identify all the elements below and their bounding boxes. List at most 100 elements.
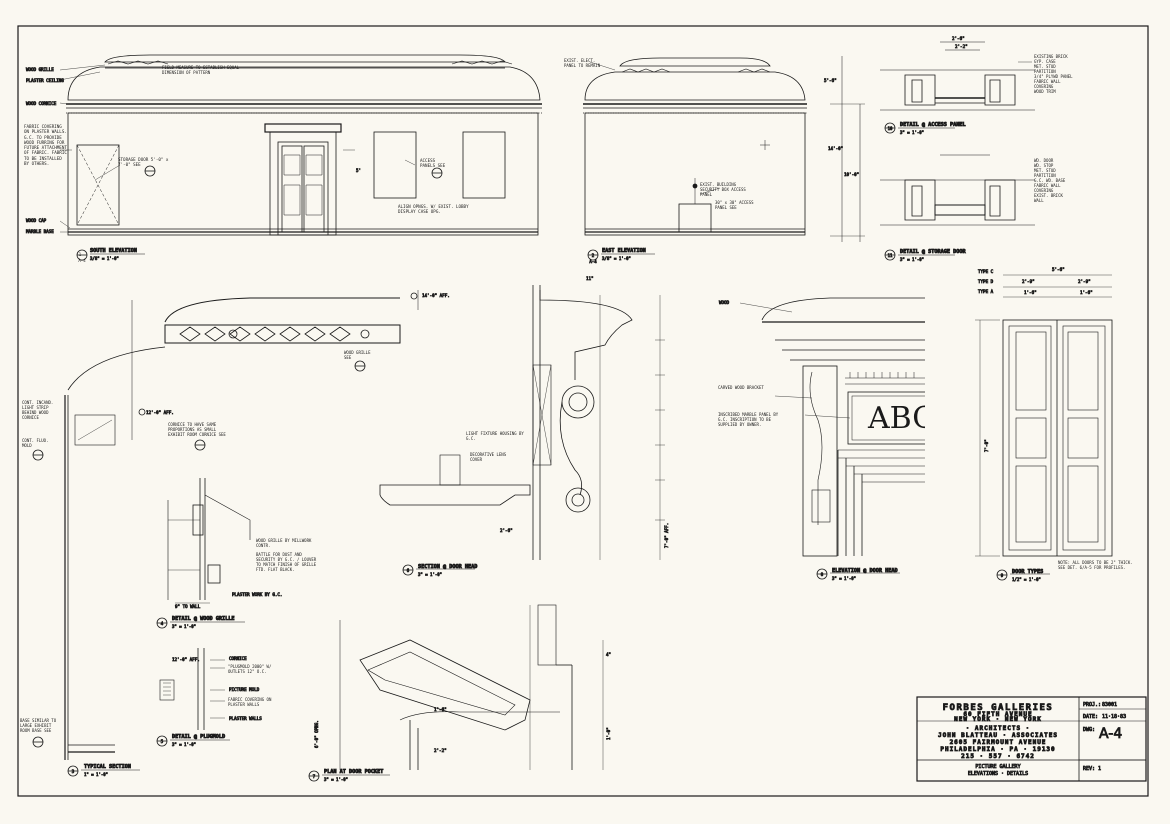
inscription-crop [925, 290, 955, 560]
dim-4in-pocket: 4" [606, 652, 611, 657]
wood-grille-number: 4 [161, 621, 164, 626]
typical-section-title: TYPICAL SECTION [84, 764, 131, 770]
south-elevation [59, 54, 542, 261]
dwg-number: A-4 [1099, 726, 1122, 742]
rev-value: 1 [1098, 766, 1101, 772]
note-inscribed-panel-fo: INSCRIBED MARBLE PANEL BY G.C. INSCRIPTI… [718, 412, 778, 427]
note-picture-mold: PICTURE MOLD [229, 687, 260, 692]
note-field-measure-fo: FIELD MEASURE TO ESTABLISH EQUAL DIMENSI… [162, 65, 240, 75]
dim-2-6-access: 2'-6" [952, 36, 965, 41]
dim-door-2-9-a: 2'-9" [1022, 279, 1035, 284]
title-block [916, 696, 1147, 782]
note-plugmold-2000: "PLUGMOLD 2000" W/ OUTLETS 12" O.C. [228, 664, 272, 674]
storage-detail-scale: 3" = 1'-0" [900, 257, 924, 262]
note-fabric-plaster: FABRIC COVERING ON PLASTER WALLS [228, 697, 272, 707]
note-access-panels: ACCESS PANELS SEE [420, 158, 446, 168]
dim-6-opng: 6'-0" OPNG. [314, 720, 319, 748]
note-align-openings: ALIGN OPNGS. W/ EXIST. LOBBY DISPLAY CAS… [398, 204, 469, 214]
note-plaster-ceiling: PLASTER CEILING [26, 78, 64, 83]
note-wood-grille-see: WOOD GRILLE SEE [344, 350, 371, 360]
door-head-section-scale: 3" = 1'-0" [418, 572, 442, 577]
dim-12-aff-plug: 12'-0" AFF. [172, 657, 200, 662]
dwg-label: DWG: [1083, 727, 1095, 733]
dim-2-2-pocket: 2'-2" [434, 748, 447, 753]
note-fabric-covering: FABRIC COVERING ON PLASTER WALLS. G.C. T… [24, 124, 67, 167]
dim-door-1-6-b: 1'-6" [1080, 290, 1093, 295]
door-pocket-plan [308, 604, 604, 782]
storage-door-detail [880, 154, 1035, 261]
note-fabric-plaster-fo: FABRIC COVERING ON PLASTER WALLS [228, 697, 272, 707]
firm-address-1: 2605 FAIRMOUNT AVENUE [950, 739, 1047, 746]
door-pocket-scale: 3" = 1'-0" [324, 777, 348, 782]
dim-5ft: 5' [356, 168, 361, 173]
sheet-title-2: ELEVATIONS · DETAILS [968, 771, 1028, 777]
note-met-stud: MET. STUD PARTITION [1034, 64, 1056, 74]
south-elev-title: SOUTH ELEVATION [90, 248, 137, 254]
door-pocket-number: 7 [313, 774, 316, 779]
dim-14-0: 14'-0" [828, 146, 843, 151]
access-detail-number: 10 [888, 126, 893, 131]
marble-inscription: ABC [867, 401, 935, 436]
note-decorative-lens-fo: DECORATIVE LENS COVER [470, 452, 506, 462]
date-value: 11·18·83 [1102, 714, 1126, 720]
note-light-fixture-fo: LIGHT FIXTURE HOUSING BY G.C. [466, 431, 524, 441]
proj-no: 83001 [1102, 702, 1117, 708]
storage-detail-title: DETAIL @ STORAGE DOOR [900, 249, 966, 255]
east-elev-scale: 3/8" = 1'-0" [602, 256, 631, 261]
wood-grille-scale: 3" = 1'-0" [172, 624, 196, 629]
note-carved-bracket-fo: CARVED WOOD BRACKET [718, 385, 764, 390]
project-address-2: NEW YORK · NEW YORK [954, 716, 1042, 723]
note-access-panels-fo: ACCESS PANELS SEE [420, 158, 446, 168]
note-wood-grille-see-fo: WOOD GRILLE SEE [344, 350, 371, 360]
note-battle-dust: BATTLE FOR DUST AND SECURITY BY G.C. / L… [256, 552, 317, 572]
type-c: TYPE C [978, 269, 994, 274]
typical-section-number: 3 [72, 769, 75, 774]
note-marble-base: MARBLE BASE [26, 229, 54, 234]
note-exist-brick: EXIST. BRICK WALL [1034, 193, 1063, 203]
note-wood-trim: WOOD TRIM [1034, 89, 1056, 94]
note-wood-cap: WOOD CAP [26, 218, 47, 223]
note-wood-cornice: WOOD CORNICE [26, 101, 57, 106]
dim-5-6: 5'-6" [824, 78, 837, 83]
door-pocket-title: PLAN AT DOOR POCKET [324, 769, 383, 775]
door-head-elev-scale: 3" = 1'-0" [832, 576, 856, 581]
note-carved-bracket: CARVED WOOD BRACKET [718, 385, 764, 390]
note-fluo-mold-fo: CONT. FLUO. MOLD [22, 438, 49, 448]
door-head-elevation [739, 297, 929, 580]
note-plaster-walls: PLASTER WALLS [229, 716, 262, 721]
storage-door-notes-fo: WD. DOOR WD. STOP MET. STUD PARTITION G.… [1034, 158, 1066, 203]
note-light-strip-fo: CONT. INCAND. LIGHT STRIP BEHIND WOOD CO… [22, 400, 53, 420]
door-head-elev-number: 8 [821, 572, 824, 577]
door-types-title: DOOR TYPES [1012, 569, 1043, 575]
dim-14-aff: 14'-0" AFF. [422, 293, 450, 298]
note-access-panel-30-fo: 30" x 30" ACCESS PANEL SEE [715, 200, 754, 210]
dim-11in: 11" [586, 276, 594, 281]
note-wd-base: G.C. WD. BASE [1034, 178, 1066, 183]
dim-1-6-pocket: 1'-6" [434, 707, 447, 712]
access-detail-title: DETAIL @ ACCESS PANEL [900, 122, 966, 128]
note-field-measure: FIELD MEASURE TO ESTABLISH EQUAL DIMENSI… [162, 65, 240, 75]
plugmold-detail [156, 648, 230, 747]
note-fabric-covering-fo: FABRIC COVERING ON PLASTER WALLS. G.C. T… [24, 124, 67, 167]
plugmold-number: 5 [161, 739, 164, 744]
plugmold-title: DETAIL @ PLUGMOLD [172, 734, 225, 740]
door-head-section-number: 6 [407, 568, 410, 573]
dim-door-5-6: 5'-6" [1052, 267, 1065, 272]
note-base-similar: BASE SIMILAR TO LARGE EXHIBIT ROOM BASE … [20, 718, 57, 733]
dim-7-aff: 7'-0" AFF. [664, 523, 669, 548]
access-detail-scale: 3" = 1'-0" [900, 130, 924, 135]
note-wd-door: WD. DOOR [1034, 158, 1054, 163]
note-wood-grille: WOOD GRILLE [26, 67, 54, 72]
typical-section [32, 290, 419, 777]
note-security-box-fo: EXIST. BUILDING SECURITY BOX ACCESS PANE… [700, 182, 746, 197]
note-met-stud-2: MET. STUD PARTITION [1034, 168, 1056, 178]
wood-grille-title: DETAIL @ WOOD GRILLE [172, 616, 234, 622]
wood-grille-detail [156, 478, 251, 629]
dim-door-2-9-b: 2'-9" [1078, 279, 1091, 284]
east-elev-title: EAST ELEVATION [602, 248, 646, 254]
sheet-border [17, 25, 1149, 797]
dim-door-1-6-a: 1'-6" [1024, 290, 1037, 295]
note-fabric-wall: FABRIC WALL COVERING [1034, 79, 1061, 89]
